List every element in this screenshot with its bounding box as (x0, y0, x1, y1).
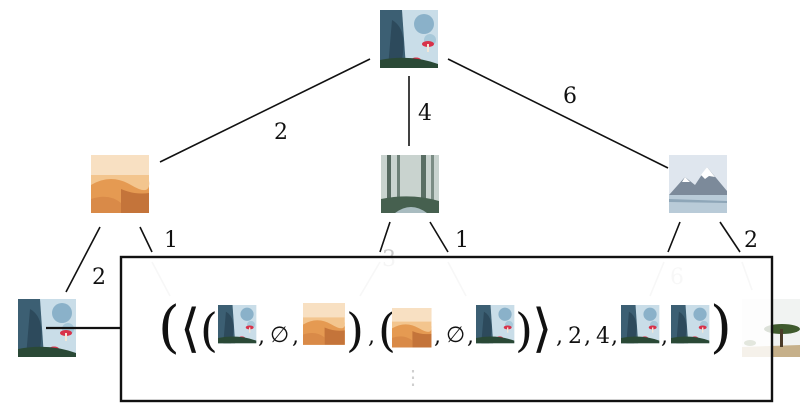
vertical-ellipsis: ⋮ (403, 365, 423, 389)
formula-number-4: 4 (596, 324, 610, 349)
formula-desert-thumb (392, 308, 432, 348)
formula-comma: , (368, 324, 375, 349)
desert-node-image (91, 155, 150, 213)
second-tuple-close-paren: ) (515, 303, 533, 357)
edge-desert-child-2 (139, 226, 153, 253)
edge-mountain-child-1 (667, 221, 681, 253)
edge-root-desert (159, 58, 371, 163)
mountain-node-image (669, 155, 727, 213)
formula-desert-thumb (303, 303, 345, 345)
edge-root-mountain (447, 58, 669, 169)
edge-mountain-child-2 (719, 221, 741, 253)
edge-weight-forest-child-2: 1 (455, 228, 469, 253)
first-tuple-open-paren: ( (200, 303, 218, 357)
formula-comma: , (556, 324, 563, 349)
edge-forest-child-1 (379, 221, 391, 253)
formula-fantasy-thumb (671, 305, 710, 344)
formula-fantasy-thumb (218, 305, 257, 344)
first-tuple-close-paren: ) (346, 303, 364, 357)
edge-weight-root-mountain: 6 (563, 84, 577, 109)
angle-open-bracket: ⟨ (180, 299, 200, 359)
formula-comma: , (434, 324, 441, 349)
angle-close-bracket: ⟩ (532, 299, 552, 359)
formula-comma: , (258, 324, 265, 349)
edge-weight-root-forest: 4 (418, 101, 432, 126)
forest-node-image (381, 155, 439, 213)
edge-desert-child-1 (65, 226, 101, 293)
formula-fantasy-thumb (476, 305, 515, 344)
formula-comma: , (292, 324, 299, 349)
edge-weight-mountain-child-2: 2 (744, 228, 758, 253)
formula-comma: , (584, 324, 591, 349)
empty-set-symbol: ∅ (446, 323, 465, 348)
outer-open-paren: ( (158, 295, 180, 360)
second-tuple-open-paren: ( (378, 303, 396, 357)
edge-forest-child-2 (429, 221, 449, 253)
formula-comma: , (467, 324, 474, 349)
formula-number-2: 2 (568, 324, 582, 349)
formula-comma: , (611, 324, 618, 349)
formula-fantasy-thumb (621, 305, 660, 344)
edge-weight-desert-child-2: 1 (164, 228, 178, 253)
root-node-image (380, 10, 438, 68)
formula-comma: , (661, 324, 668, 349)
edge-weight-root-desert: 2 (274, 120, 288, 145)
outer-close-paren: ) (710, 295, 732, 360)
empty-set-symbol: ∅ (270, 323, 289, 348)
nested-encoding-formula: ( ⟨ ( , ∅ , ) , ( , ∅ , ) ⟩ , 2 , 4 , , … (158, 295, 732, 389)
edge-weight-desert-child-1: 2 (92, 265, 106, 290)
